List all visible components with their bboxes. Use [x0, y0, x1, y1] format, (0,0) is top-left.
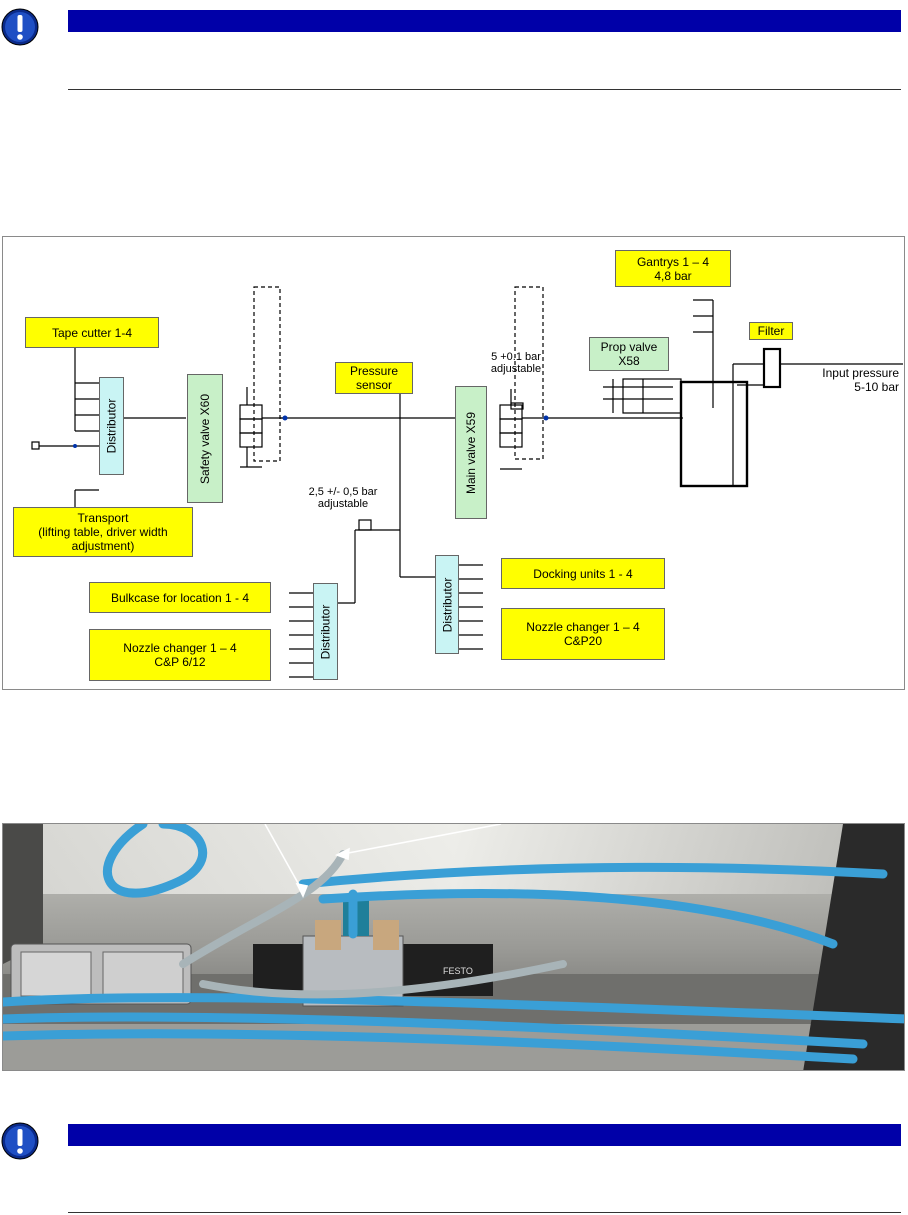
nozzle-changer-2-label: Nozzle changer 1 – 4 C&P20	[501, 608, 665, 660]
pressure-regulator-1-text: 2,5 +/- 0,5 bar adjustable	[308, 486, 378, 510]
distributor-3-label: Distributor	[440, 577, 454, 632]
docking-units-label: Docking units 1 - 4	[501, 558, 665, 589]
festo-brand-text: FESTO	[443, 966, 473, 976]
important-notice-icon-bottom	[1, 1122, 39, 1160]
main-valve-label: Main valve X59	[455, 386, 487, 519]
pressure-regulator-2-text: 5 +0.1 bar adjustable	[490, 351, 542, 375]
prop-valve-label: Prop valve X58	[589, 337, 669, 371]
gantrys-label: Gantrys 1 – 4 4,8 bar	[615, 250, 731, 287]
pressure-sensor-label: Pressure sensor	[335, 362, 413, 394]
safety-valve-label: Safety valve X60	[187, 374, 223, 503]
nozzle-changer-1-label: Nozzle changer 1 – 4 C&P 6/12	[89, 629, 271, 681]
diagram-lines	[31, 286, 903, 678]
distributor-2: Distributor	[313, 583, 338, 680]
input-pressure-text: Input pressure 5-10 bar	[822, 366, 899, 394]
notice-header-bar	[68, 10, 901, 32]
safety-valve-text: Safety valve X60	[198, 393, 212, 484]
important-notice-icon	[1, 8, 39, 46]
tape-cutter-label: Tape cutter 1-4	[25, 317, 159, 348]
distributor-1-label: Distributor	[104, 398, 119, 454]
notice-divider-bottom	[68, 1212, 901, 1213]
valve-assembly-photo: FESTO	[2, 823, 905, 1071]
distributor-3: Distributor	[435, 555, 459, 654]
transport-label: Transport (lifting table, driver width a…	[13, 507, 193, 557]
distributor-1: Distributor	[99, 377, 124, 475]
filter-label: Filter	[749, 322, 793, 340]
pneumatic-diagram: Tape cutter 1-4 Distributor Transport (l…	[2, 236, 905, 690]
notice-divider	[68, 89, 901, 90]
bulkcase-label: Bulkcase for location 1 - 4	[89, 582, 271, 613]
distributor-2-label: Distributor	[318, 604, 333, 659]
valve-assembly-image: FESTO	[3, 824, 904, 1070]
notice-header-bar-bottom	[68, 1124, 901, 1146]
main-valve-text: Main valve X59	[464, 411, 479, 494]
